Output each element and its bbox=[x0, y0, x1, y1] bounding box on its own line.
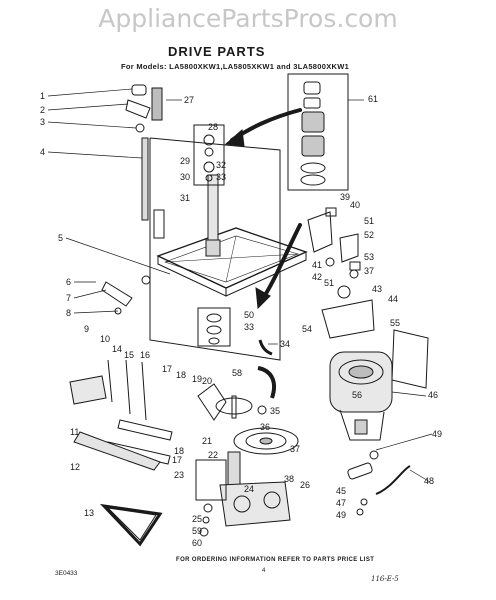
callout-55: 55 bbox=[390, 318, 400, 328]
callout-8: 8 bbox=[66, 308, 71, 318]
callout-44: 44 bbox=[388, 294, 398, 304]
callout-52: 52 bbox=[364, 230, 374, 240]
callout-27: 27 bbox=[184, 95, 194, 105]
callout-9: 9 bbox=[84, 324, 89, 334]
models-subtitle: For Models: LA5800XKW1,LA5805XKW1 and 3L… bbox=[121, 62, 350, 71]
callout-2: 2 bbox=[40, 105, 45, 115]
callout-42: 42 bbox=[312, 272, 322, 282]
callout-17b: 17 bbox=[172, 455, 182, 465]
callout-29: 29 bbox=[180, 156, 190, 166]
right-bracket-parts bbox=[307, 207, 375, 339]
callout-50: 50 bbox=[244, 310, 254, 320]
callout-7: 7 bbox=[66, 293, 71, 303]
callout-36: 36 bbox=[260, 422, 270, 432]
callout-31: 31 bbox=[180, 193, 190, 203]
callout-3: 3 bbox=[40, 117, 45, 127]
callout-20: 20 bbox=[202, 376, 212, 386]
callout-10: 10 bbox=[100, 334, 110, 344]
callout-59: 59 bbox=[192, 526, 202, 536]
callout-37a: 37 bbox=[364, 266, 374, 276]
callout-51a: 51 bbox=[364, 216, 374, 226]
callout-16: 16 bbox=[140, 350, 150, 360]
motor-assembly bbox=[329, 329, 429, 460]
callout-21: 21 bbox=[202, 436, 212, 446]
callout-28: 28 bbox=[208, 122, 218, 132]
callout-18a: 18 bbox=[176, 370, 186, 380]
callout-56: 56 bbox=[352, 390, 362, 400]
callout-23: 23 bbox=[174, 470, 184, 480]
callout-labels: 1 2 3 4 5 6 7 8 9 10 11 12 13 14 15 16 1… bbox=[40, 91, 442, 548]
seal-sub-box bbox=[193, 124, 225, 186]
main-base-frame bbox=[149, 137, 308, 361]
callout-48: 48 bbox=[424, 476, 434, 486]
callout-40: 40 bbox=[350, 200, 360, 210]
callout-43: 43 bbox=[372, 284, 382, 294]
wiring-parts bbox=[347, 462, 411, 516]
callout-34: 34 bbox=[280, 339, 290, 349]
callout-54: 54 bbox=[302, 324, 312, 334]
callout-61: 61 bbox=[368, 94, 378, 104]
callout-39: 39 bbox=[340, 192, 350, 202]
page-number: 4 bbox=[262, 568, 266, 574]
callout-14: 14 bbox=[112, 344, 122, 354]
drive-belt bbox=[99, 503, 163, 547]
callout-12: 12 bbox=[70, 462, 80, 472]
hose-parts bbox=[257, 339, 277, 399]
callout-41: 41 bbox=[312, 260, 322, 270]
left-shaft-parts bbox=[101, 84, 165, 315]
callout-25: 25 bbox=[192, 514, 202, 524]
handwritten-note: 116-E-5 bbox=[371, 575, 399, 583]
diagram-code: 3E0433 bbox=[55, 570, 78, 577]
bearing-sub-box bbox=[197, 307, 231, 347]
site-watermark: AppliancePartsPros.com bbox=[98, 4, 398, 33]
parts-61-box bbox=[287, 73, 349, 191]
diagram-title: DRIVE PARTS bbox=[168, 44, 266, 59]
callout-5: 5 bbox=[58, 233, 63, 243]
callout-46: 46 bbox=[428, 390, 438, 400]
callout-11: 11 bbox=[70, 427, 79, 437]
callout-47: 47 bbox=[336, 498, 346, 508]
ordering-info-footer: FOR ORDERING INFORMATION REFER TO PARTS … bbox=[176, 557, 375, 563]
callout-38: 38 bbox=[284, 474, 294, 484]
callout-32: 32 bbox=[216, 160, 226, 170]
leader-lines bbox=[47, 88, 433, 483]
linkage-parts bbox=[69, 359, 227, 471]
callout-33a: 33 bbox=[216, 172, 226, 182]
callout-30: 30 bbox=[180, 172, 190, 182]
callout-18b: 18 bbox=[174, 446, 184, 456]
callout-60: 60 bbox=[192, 538, 202, 548]
callout-17a: 17 bbox=[162, 364, 172, 374]
direction-arrows bbox=[224, 108, 302, 310]
callout-49b: 49 bbox=[336, 510, 346, 520]
callout-53: 53 bbox=[364, 252, 374, 262]
pulley-transmission bbox=[195, 395, 299, 537]
callout-6: 6 bbox=[66, 277, 71, 287]
callout-24: 24 bbox=[244, 484, 254, 494]
callout-19: 19 bbox=[192, 374, 202, 384]
callout-13: 13 bbox=[84, 508, 94, 518]
callout-51b: 51 bbox=[324, 278, 334, 288]
callout-26: 26 bbox=[300, 480, 310, 490]
callout-15: 15 bbox=[124, 350, 134, 360]
callout-37b: 37 bbox=[290, 444, 300, 454]
callout-22: 22 bbox=[208, 450, 218, 460]
callout-1: 1 bbox=[40, 91, 45, 101]
callout-35: 35 bbox=[270, 406, 280, 416]
callout-58: 58 bbox=[232, 368, 242, 378]
callout-45: 45 bbox=[336, 486, 346, 496]
callout-4: 4 bbox=[40, 147, 45, 157]
callout-49a: 49 bbox=[432, 429, 442, 439]
callout-33b: 33 bbox=[244, 322, 254, 332]
